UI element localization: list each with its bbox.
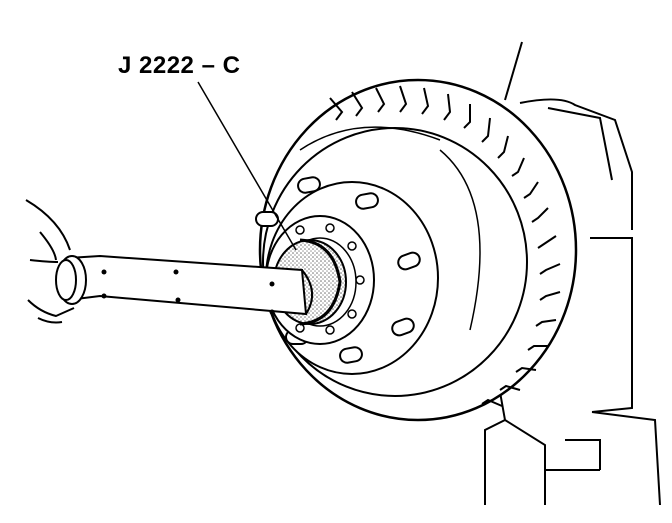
hand [25, 199, 75, 324]
tool-callout-label: J 2222 – C [118, 52, 241, 79]
callout-leader-line [197, 81, 297, 251]
handle-holes [101, 269, 275, 315]
tire-tread [329, 85, 561, 407]
tool-handle [55, 254, 313, 316]
flange-bolts [295, 223, 365, 335]
